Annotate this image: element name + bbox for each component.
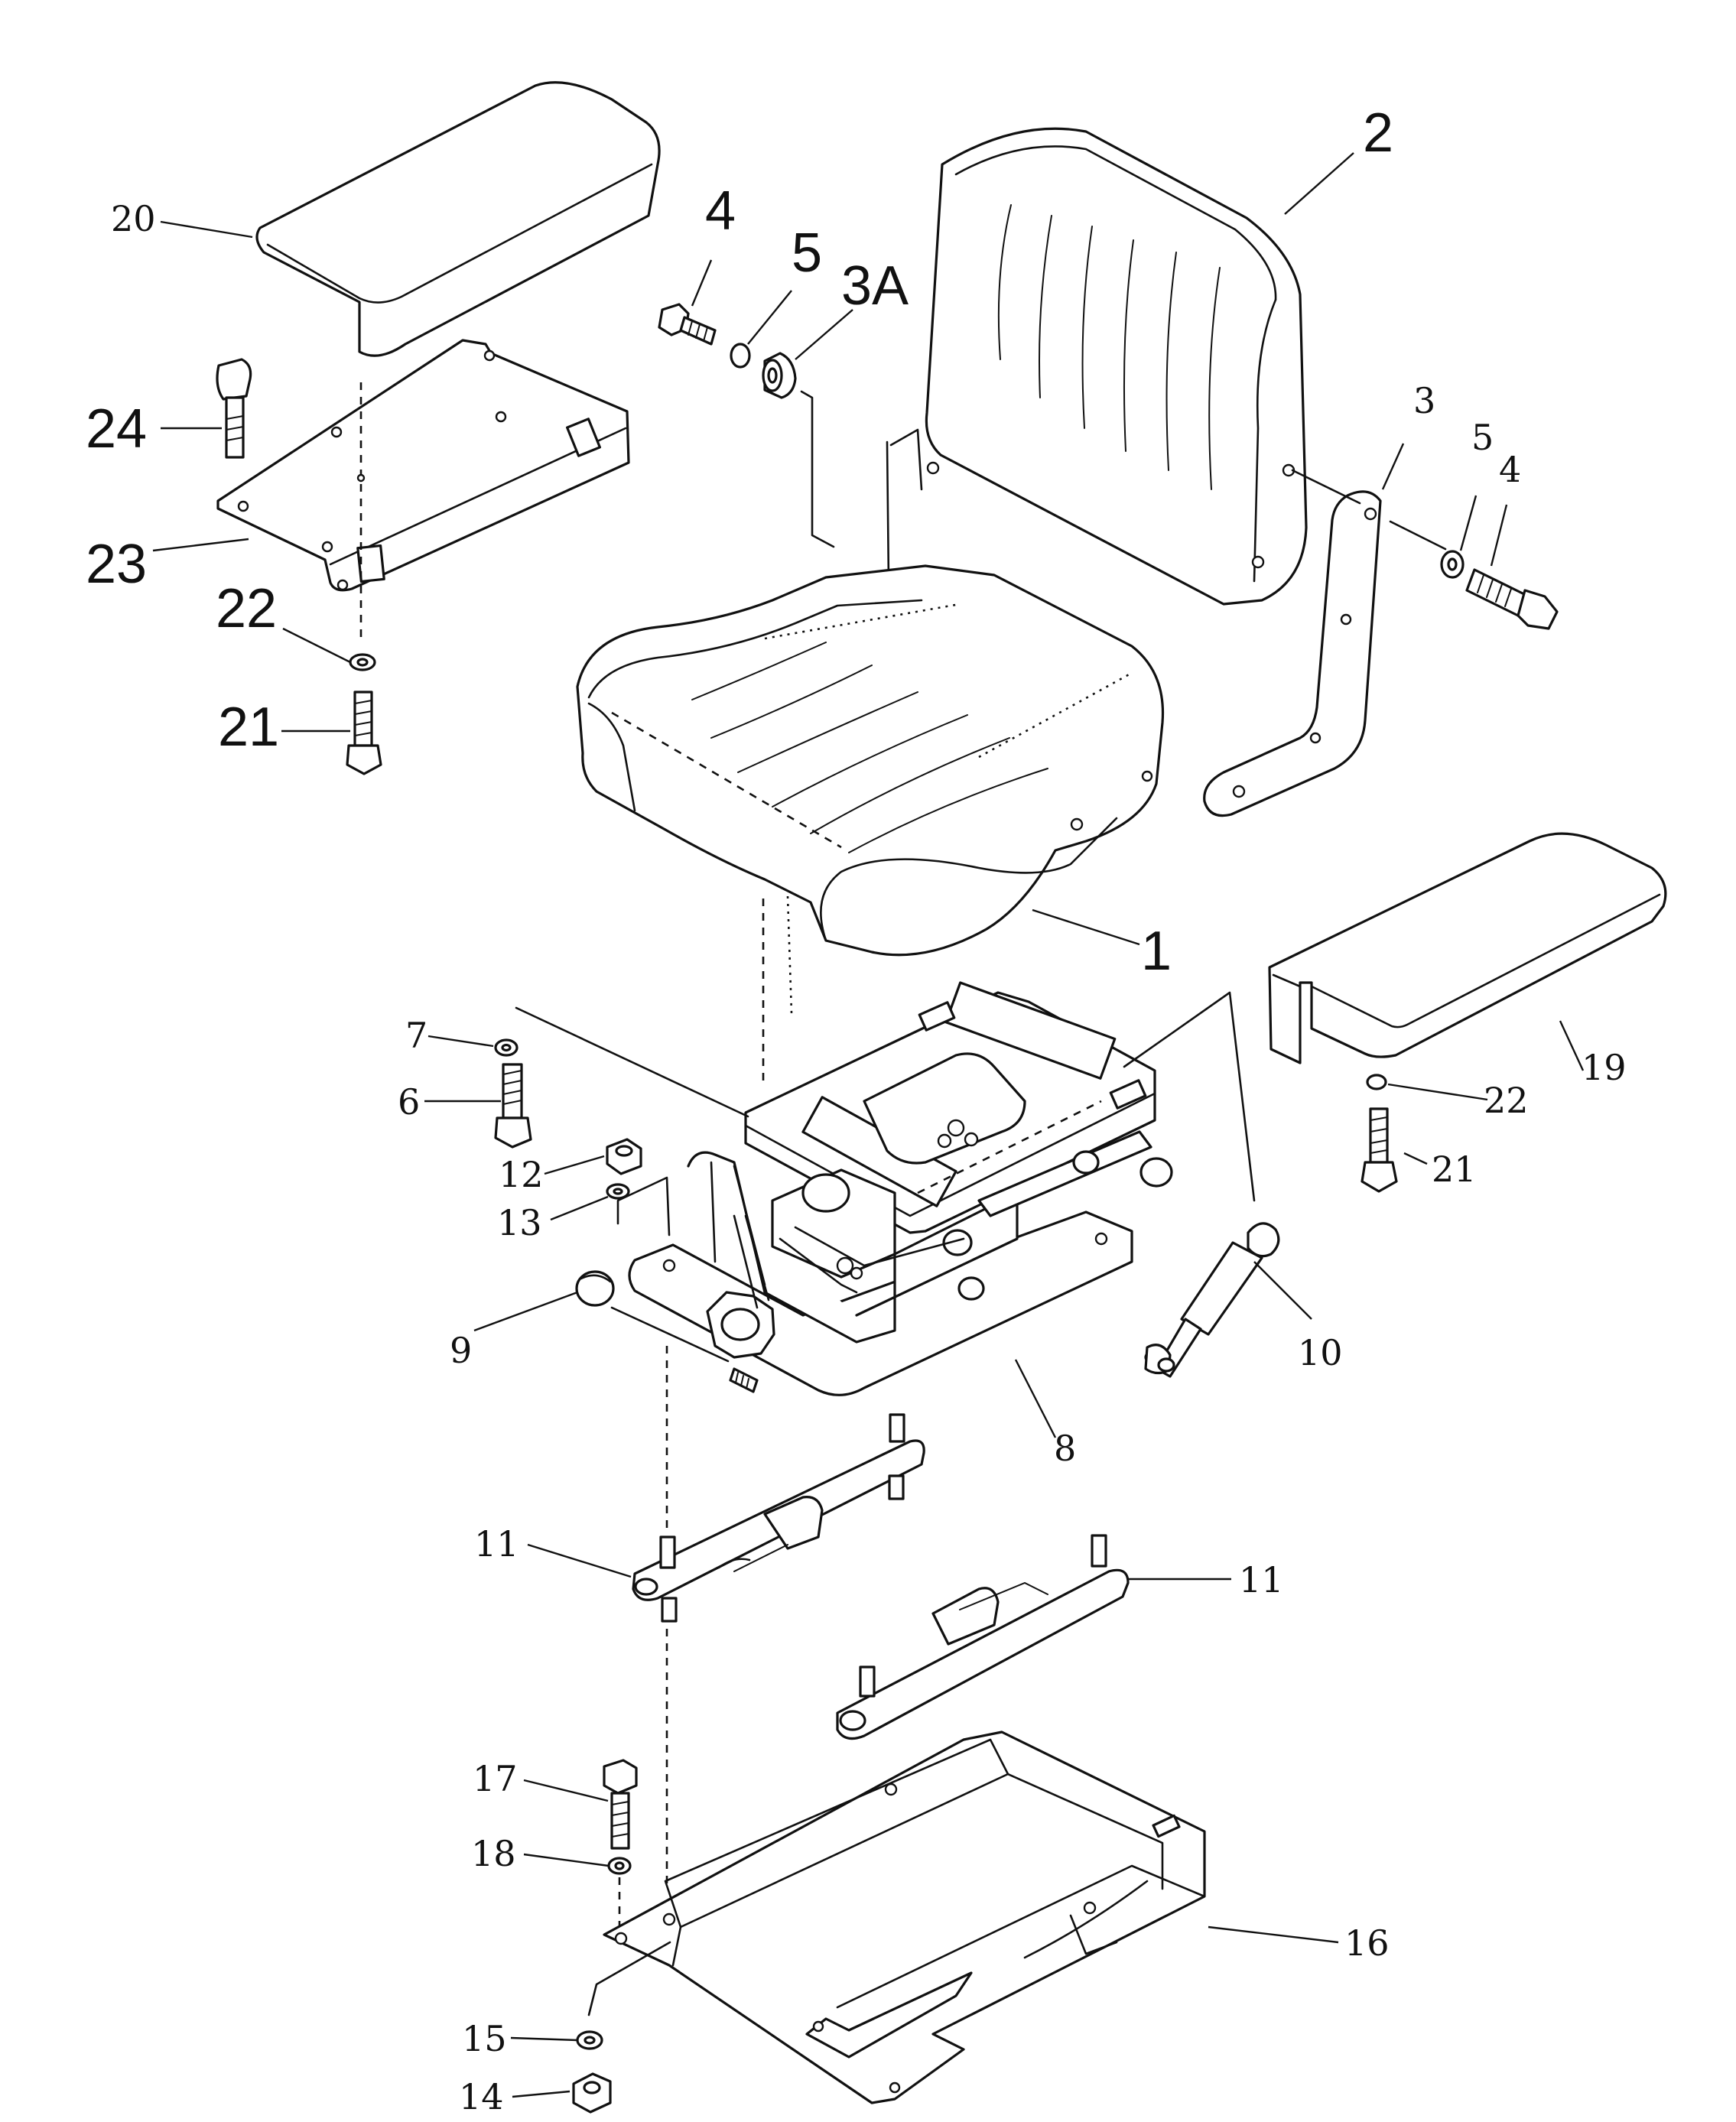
bolt-17 (603, 1759, 638, 1850)
bolt-4-left (658, 303, 717, 346)
callout-11-left: 11 (474, 1523, 519, 1565)
callout-13: 13 (497, 1202, 542, 1243)
callout-21-right: 21 (1432, 1149, 1477, 1190)
callout-9: 9 (450, 1330, 472, 1371)
callout-21-left: 21 (218, 697, 279, 758)
bolt-6 (494, 1063, 532, 1149)
shock-absorber-10 (1144, 1222, 1280, 1378)
callout-10: 10 (1298, 1332, 1343, 1373)
callout-17: 17 (473, 1758, 518, 1799)
slide-rail-right (836, 1534, 1130, 1740)
callout-7: 7 (405, 1015, 427, 1056)
callout-18: 18 (471, 1833, 516, 1874)
callout-22-left: 22 (216, 578, 277, 639)
slide-rail-left (632, 1413, 925, 1623)
washer-22-right (1366, 1074, 1387, 1090)
bolt-4-right (1465, 568, 1559, 630)
callout-22-right: 22 (1484, 1080, 1529, 1121)
armrest-pad-right (1268, 832, 1667, 1064)
callout-11-right: 11 (1239, 1559, 1284, 1600)
callout-1: 1 (1141, 921, 1172, 982)
seat-base-16 (603, 1730, 1206, 2104)
callout-8: 8 (1054, 1428, 1076, 1469)
callout-4-left: 4 (705, 180, 736, 242)
nut-14 (572, 2072, 612, 2114)
callout-4-right: 4 (1499, 449, 1521, 490)
callout-2: 2 (1363, 102, 1393, 164)
bolt-21-left (346, 691, 382, 775)
bolt-21-right (1361, 1107, 1398, 1193)
callout-16: 16 (1344, 1922, 1390, 1964)
callout-3A: 3A (841, 255, 909, 317)
nut-12 (606, 1138, 642, 1175)
callout-5-right: 5 (1471, 417, 1494, 458)
callout-15: 15 (462, 2018, 507, 2059)
callout-5-left: 5 (792, 223, 822, 284)
callout-23: 23 (86, 534, 147, 595)
armrest-bracket-left (216, 339, 630, 592)
callout-20: 20 (111, 198, 156, 239)
seat-cushion (576, 564, 1165, 957)
suspension-assembly (628, 981, 1173, 1396)
knob-cap-9 (575, 1270, 615, 1307)
backrest-bracket-right (1203, 490, 1382, 817)
seat-back-cushion (925, 127, 1308, 606)
spacer-3A (762, 352, 797, 399)
washer-5-left (730, 343, 751, 369)
callout-24: 24 (86, 398, 147, 460)
callout-19: 19 (1582, 1047, 1627, 1088)
callout-6: 6 (398, 1081, 420, 1123)
bolt-24 (216, 358, 252, 459)
callout-14: 14 (459, 2076, 504, 2117)
armrest-pad-left (255, 81, 661, 357)
callout-12: 12 (499, 1154, 544, 1195)
callout-3: 3 (1413, 380, 1435, 421)
